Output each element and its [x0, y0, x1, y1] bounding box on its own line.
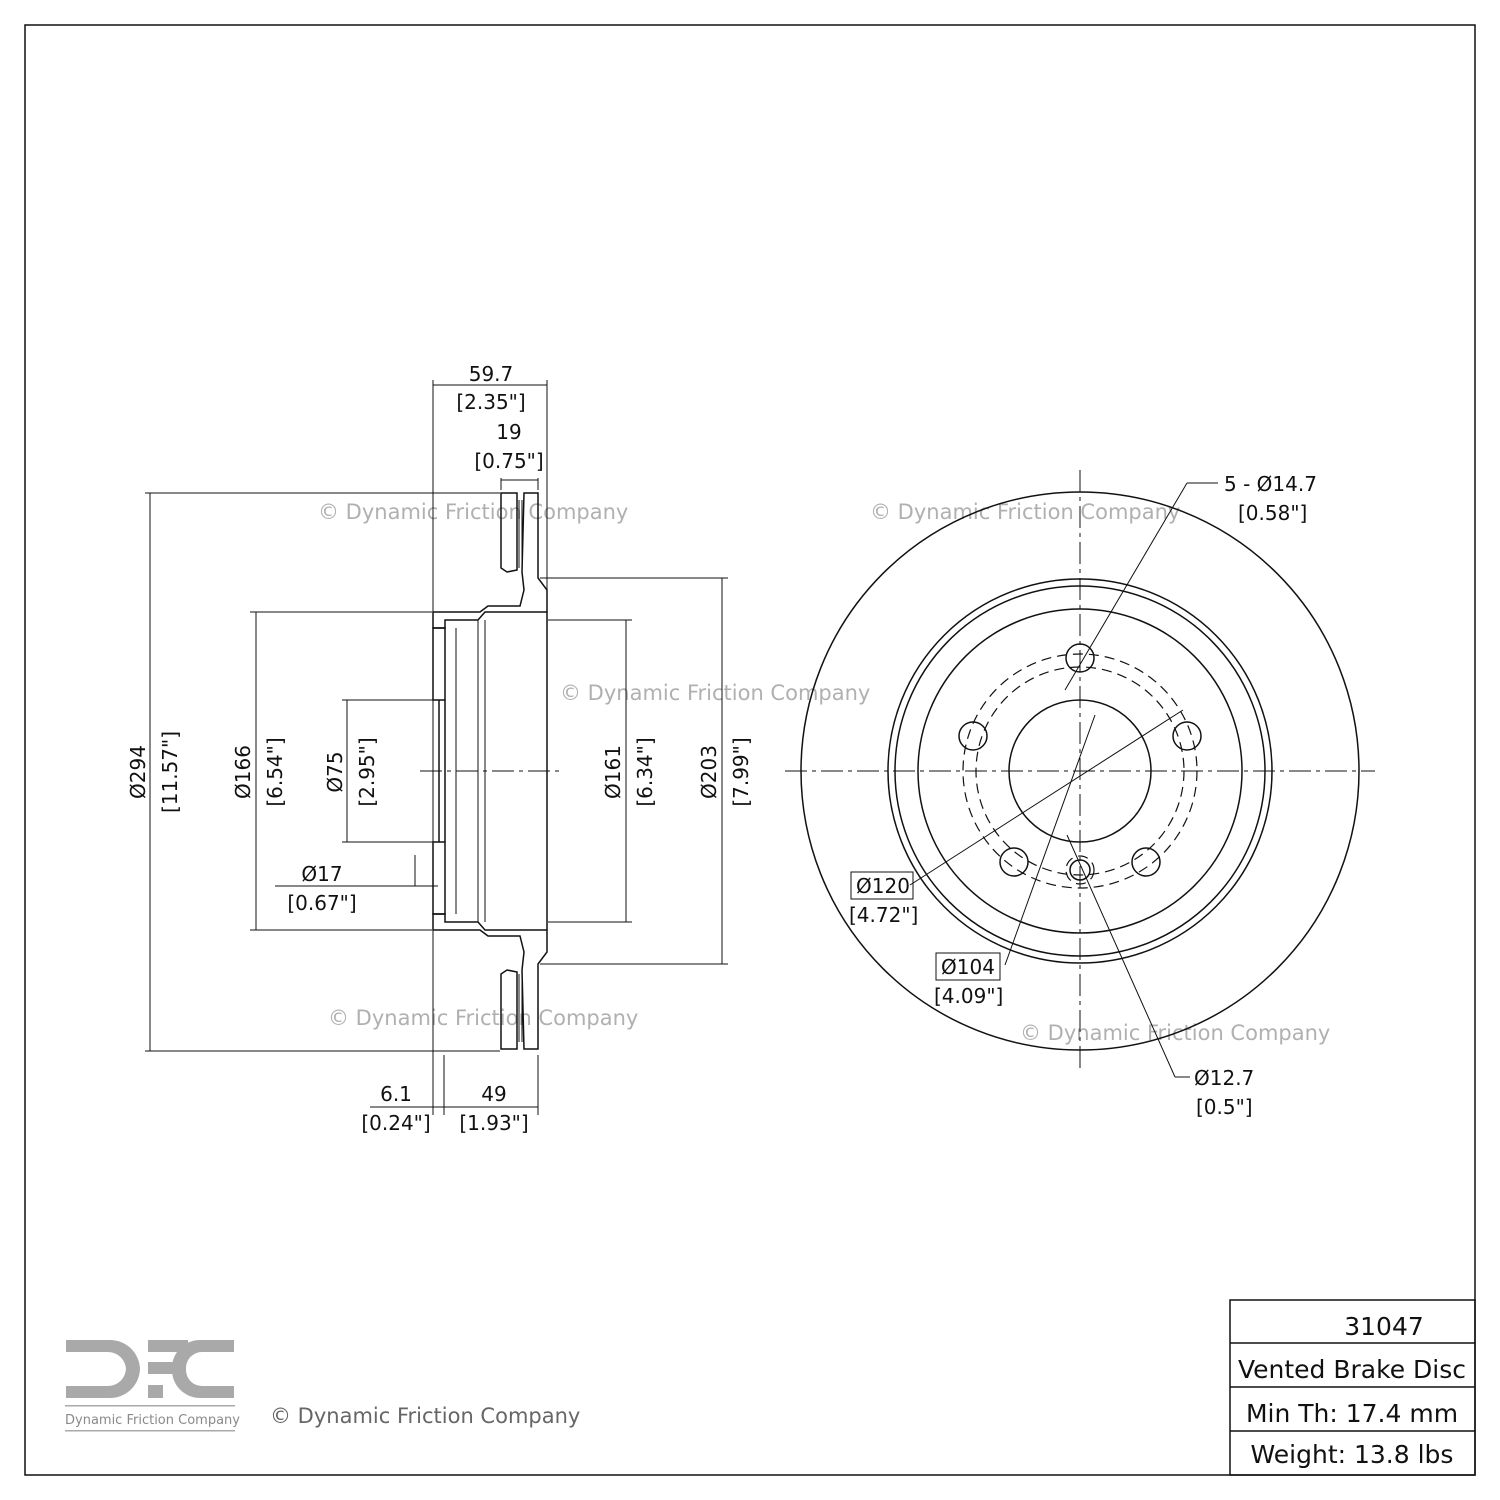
dfc-logo: Dynamic Friction Company — [65, 1340, 240, 1432]
weight: Weight: 13.8 lbs — [1251, 1440, 1454, 1469]
dim-rotor-inner-mm: Ø203 — [697, 745, 721, 799]
bolt-hole — [1131, 847, 1161, 877]
small-hole — [1069, 859, 1091, 881]
sheet-border — [24, 24, 1476, 1476]
bolt-hole — [1172, 721, 1202, 751]
dim-hat-diameter-in: [6.54"] — [263, 737, 287, 806]
watermark: © Dynamic Friction Company — [560, 681, 870, 705]
dim-bolt-holes-mm: 5 - Ø14.7 — [1224, 472, 1317, 496]
dim-hat-depth-in: [1.93"] — [459, 1111, 528, 1135]
logo-company-name: Dynamic Friction Company — [65, 1413, 240, 1428]
dim-pilot-hole-mm: Ø17 — [301, 862, 342, 886]
bolt-hole — [999, 847, 1029, 877]
dim-bolt-circle-120-in: [4.72"] — [849, 903, 918, 927]
dim-rotor-inner-in: [7.99"] — [729, 737, 753, 806]
dim-hat-depth-mm: 49 — [481, 1082, 506, 1106]
bolt-hole — [958, 721, 988, 751]
part-number: 31047 — [1344, 1312, 1424, 1341]
watermark: © Dynamic Friction Company — [870, 500, 1180, 524]
dim-bolt-circle-104-in: [4.09"] — [934, 984, 1003, 1008]
dim-inner-hat-mm: Ø161 — [601, 745, 625, 799]
watermark: © Dynamic Friction Company — [328, 1006, 638, 1030]
dim-rotor-thickness-mm: 19 — [496, 420, 521, 444]
dim-overall-width-mm: 59.7 — [469, 362, 514, 386]
bolt-hole — [1065, 643, 1095, 673]
front-view — [785, 470, 1375, 1078]
dim-bolt-holes-in: [0.58"] — [1238, 501, 1307, 525]
dim-small-hole-in: [0.5"] — [1196, 1095, 1253, 1119]
dim-center-bore-mm: Ø75 — [323, 751, 347, 792]
dim-small-hole-mm: Ø12.7 — [1194, 1066, 1254, 1090]
dim-flange-thickness-mm: 6.1 — [380, 1082, 412, 1106]
part-type: Vented Brake Disc — [1238, 1355, 1466, 1384]
dim-inner-hat-in: [6.34"] — [633, 737, 657, 806]
dim-bolt-circle-120-mm: Ø120 — [856, 874, 910, 898]
title-block — [1229, 1299, 1476, 1476]
dim-overall-width-in: [2.35"] — [456, 390, 525, 414]
dim-flange-thickness-in: [0.24"] — [361, 1111, 430, 1135]
dim-bolt-circle-104-mm: Ø104 — [941, 955, 995, 979]
copyright-text: © Dynamic Friction Company — [270, 1404, 580, 1428]
dim-pilot-hole-in: [0.67"] — [287, 891, 356, 915]
side-section-view — [145, 380, 728, 1115]
dim-center-bore-in: [2.95"] — [355, 737, 379, 806]
dim-rotor-thickness-in: [0.75"] — [474, 449, 543, 473]
dim-outer-diameter-mm: Ø294 — [126, 745, 150, 799]
dim-hat-diameter-mm: Ø166 — [231, 745, 255, 799]
dim-outer-diameter-in: [11.57"] — [158, 731, 182, 813]
min-thickness: Min Th: 17.4 mm — [1246, 1399, 1458, 1428]
watermark: © Dynamic Friction Company — [318, 500, 628, 524]
